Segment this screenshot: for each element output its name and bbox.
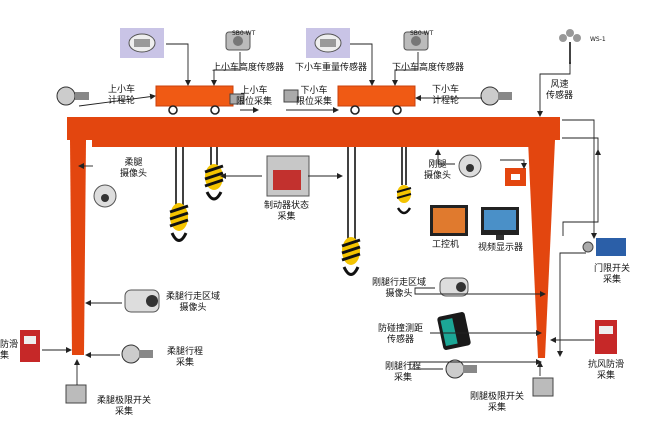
lower-limit-switch-icon [283,89,299,103]
flex-leg [70,140,86,355]
lower-weight-sensor-icon [306,28,350,58]
video-display-icon [481,207,519,240]
label-rigid-leg-camera: 刚腿摄像头 [424,160,452,181]
label-flex-leg-limit: 柔腿极限开关采集 [97,396,152,417]
anti-wind-slip-right-icon [595,320,617,354]
anti-collision-sensor-icon [437,312,471,350]
lower-sensor-tag: SB0-WT [410,30,434,37]
upper-height-sensor-icon [225,31,251,51]
rigid-leg [528,140,555,358]
label-brake-status: 制动器状态采集 [264,201,310,222]
label-anti-wind-slip-right: 抗风防滑采集 [588,360,625,381]
feedback-lines [562,119,599,150]
label-lower-trolley-height: 下小车高度传感器 [392,63,465,73]
flex-travel-camera-icon [124,289,160,313]
label-lower-trolley-limit: 下小车限位采集 [296,86,333,107]
rigid-leg-travel-icon [445,359,477,379]
label-flex-leg-camera: 柔腿摄像头 [120,158,148,179]
upper-sensor-tag: SB0-WT [232,30,256,37]
flex-leg-travel-icon [121,344,153,364]
label-upper-trolley-limit: 上小车限位采集 [236,86,273,107]
label-flex-leg-travel: 柔腿行程采集 [167,347,204,368]
label-upper-trolley-height: 上小车高度传感器 [212,63,285,73]
label-rigid-leg-limit: 刚腿极限开关采集 [470,392,525,413]
label-wind-speed: 风速传感器 [546,80,574,101]
hook-block-4 [396,185,412,215]
label-door-limit-switch: 门限开关采集 [594,264,631,285]
flex-leg-camera-icon [93,184,117,208]
rigid-leg-limit-icon [532,377,554,397]
upper-trolley [155,85,234,107]
ipc-icon [430,205,468,236]
wind-speed-sensor-icon [559,29,581,64]
label-lower-trolley-wheel: 下小车计程轮 [432,85,460,106]
label-anti-slip-left: 防滑集 [0,340,19,361]
upper-limit-switch-icon [229,93,245,105]
label-rigid-travel-camera: 刚腿行走区域摄像头 [372,278,427,299]
main-girder [67,117,560,147]
label-flex-travel-camera: 柔腿行走区域摄像头 [166,292,221,313]
upper-weight-sensor-icon [120,28,164,58]
upper-trolley-wheel-icon [56,86,89,106]
flex-leg-limit-icon [65,384,87,404]
label-anti-collision: 防碰撞测距传感器 [378,324,424,345]
connector-lines [42,43,601,385]
hoist-ropes [175,147,407,240]
label-video-display: 视频显示器 [478,243,524,253]
label-rigid-leg-travel: 刚腿行程采集 [385,362,422,383]
lower-trolley [337,85,416,107]
hook-block-2 [204,164,224,201]
lower-height-sensor-icon [403,31,429,51]
rigid-leg-camera-icon [458,154,482,178]
label-ipc: 工控机 [432,240,460,250]
hook-block-3 [341,237,361,276]
label-lower-trolley-weight: 下小车重量传感器 [295,63,368,73]
anti-slip-left-icon [20,330,40,362]
hook-block-1 [169,203,189,242]
rigid-travel-camera-icon [439,277,469,297]
wind-sensor-tag: WS-1 [590,36,606,43]
brake-status-icon [266,155,310,197]
label-upper-trolley-wheel: 上小车计程轮 [108,85,136,106]
lower-trolley-wheel-icon [480,86,512,106]
door-limit-switch-icon [582,238,626,256]
